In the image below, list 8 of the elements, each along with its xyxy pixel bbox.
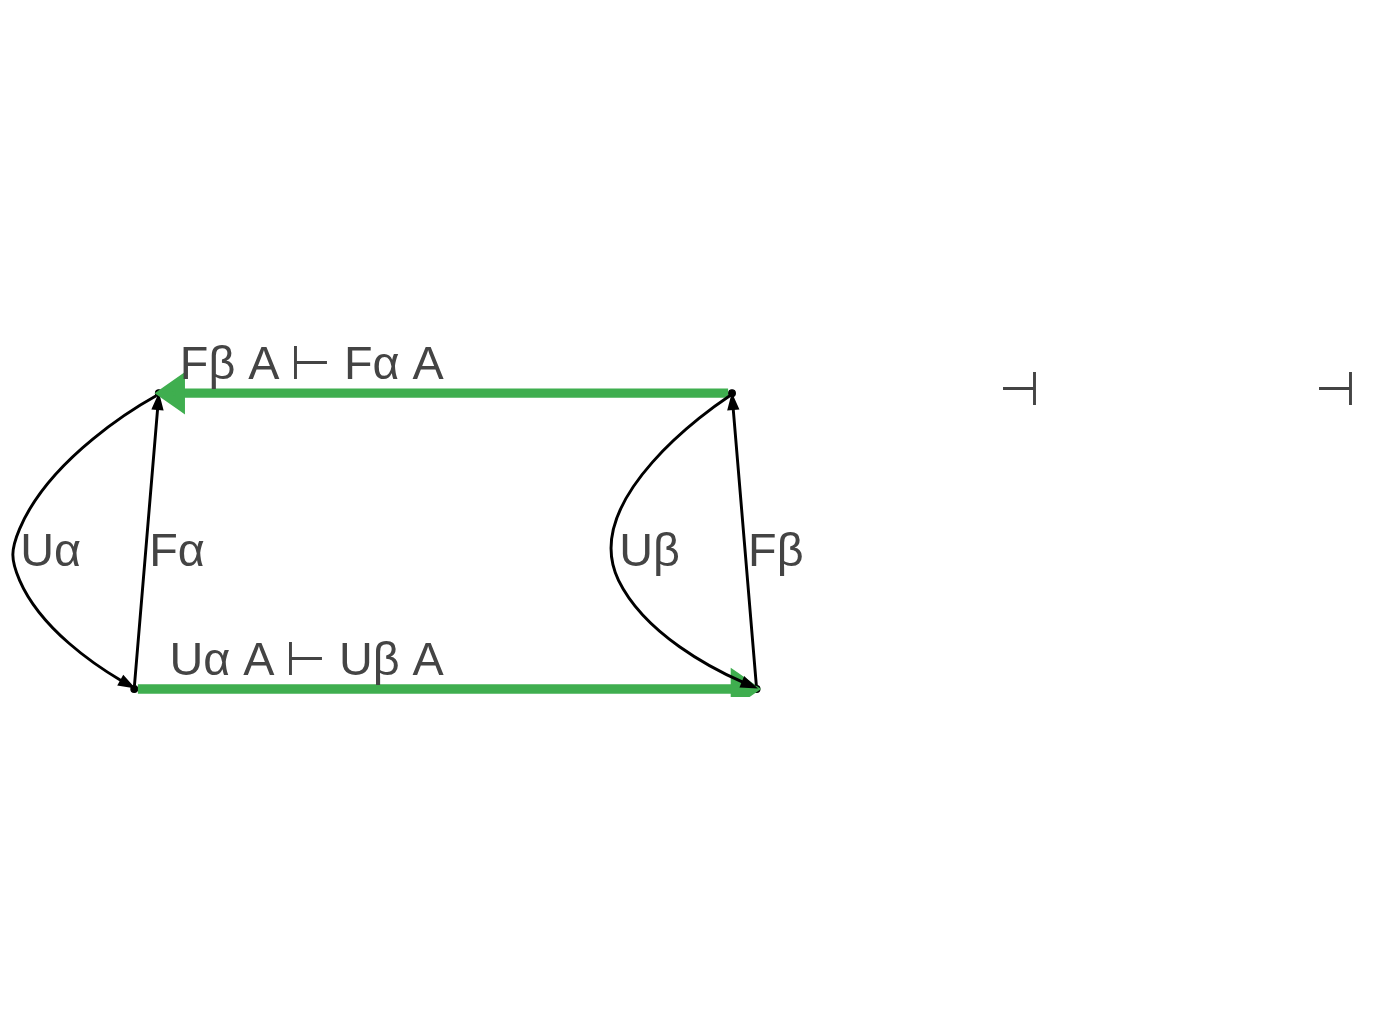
edge-label: Uα (20, 523, 82, 576)
edge-label: Uβ (619, 523, 680, 576)
edge-label: Fβ (748, 523, 804, 576)
edge-label: Fβ A ⊢ Fα A (179, 336, 444, 389)
label: ⊣ (999, 362, 1041, 415)
edge-label: Uα A ⊢ Uβ A (169, 632, 444, 685)
label: ⊣ (1315, 362, 1357, 415)
edge-label: Fα (149, 523, 205, 576)
